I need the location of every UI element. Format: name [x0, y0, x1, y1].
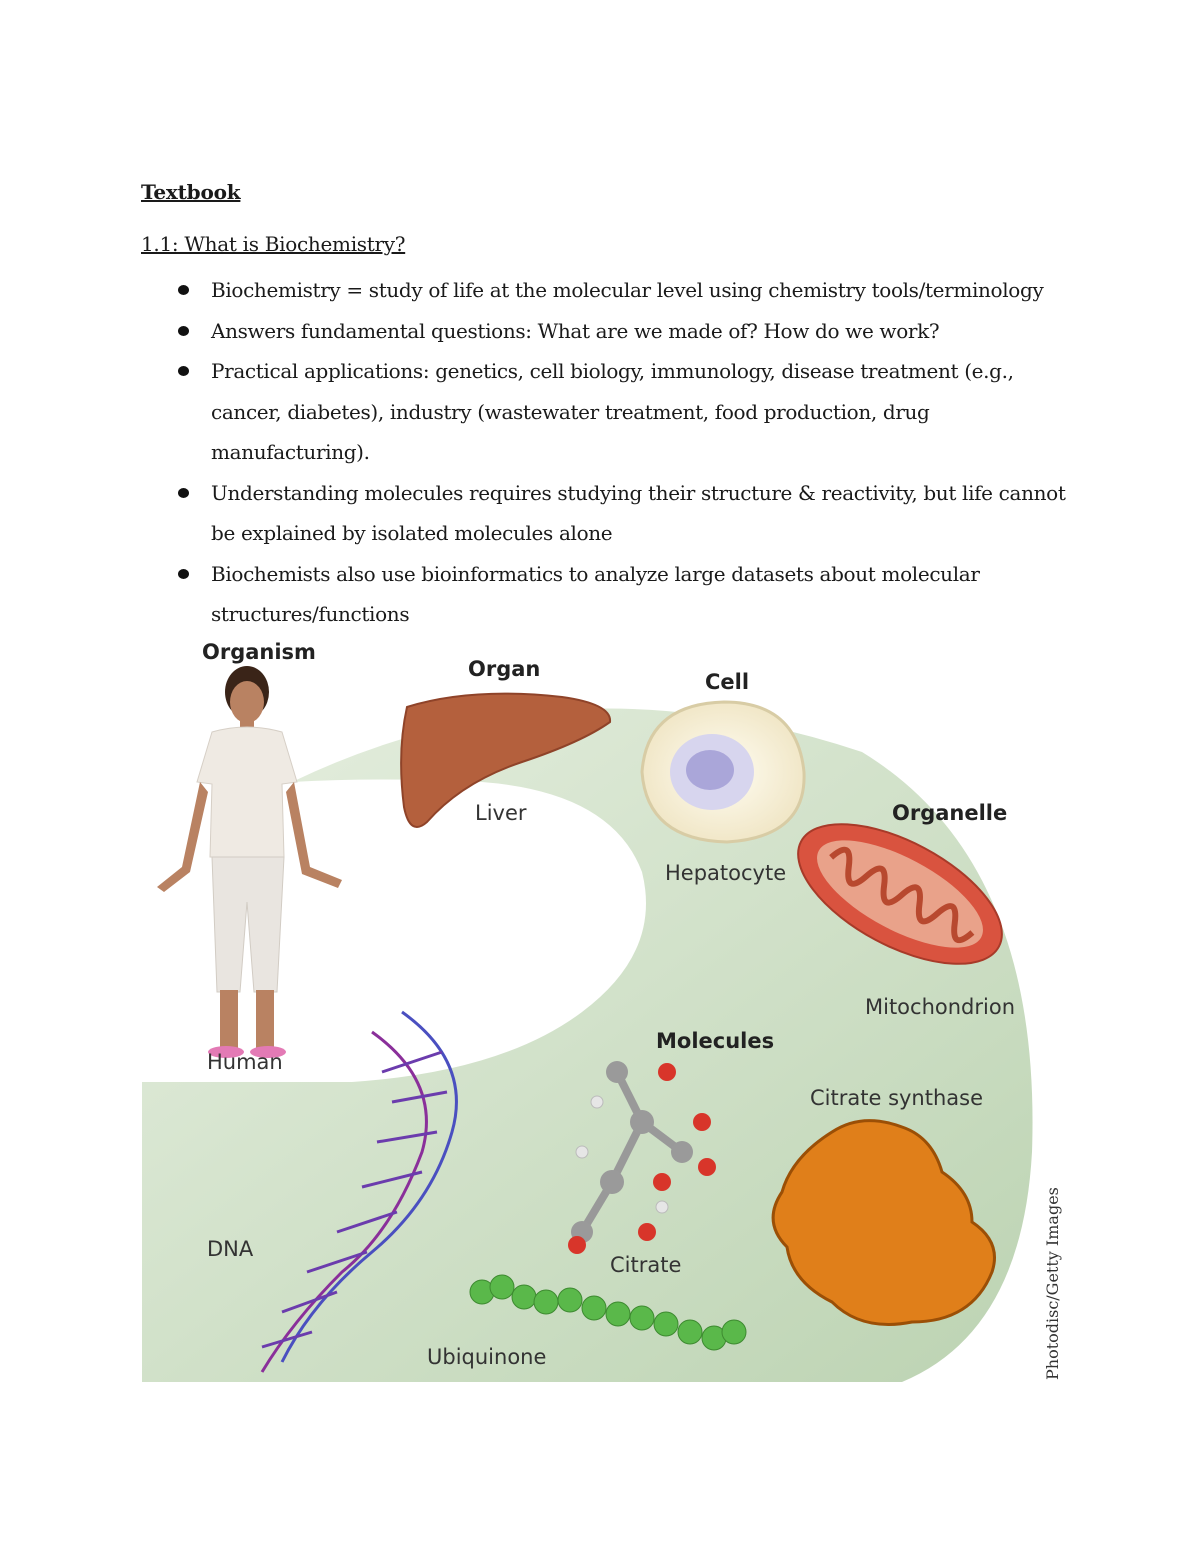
- label-citrate-synthase: Citrate synthase: [810, 1086, 983, 1110]
- label-organism: Organism: [202, 640, 316, 664]
- page-heading: Textbook: [141, 180, 241, 204]
- bullet-icon: [178, 325, 189, 336]
- list-item: Biochemists also use bioinformatics to a…: [178, 554, 1078, 635]
- bullet-list: Biochemistry = study of life at the mole…: [178, 270, 1078, 635]
- bullet-text: Biochemists also use bioinformatics to a…: [211, 561, 980, 627]
- bullet-text: Practical applications: genetics, cell b…: [211, 359, 1014, 464]
- ubiquinone-molecule: [469, 1274, 747, 1351]
- bullet-icon: [178, 366, 189, 376]
- list-item: Understanding molecules requires studyin…: [178, 473, 1078, 554]
- human-figure: [157, 666, 342, 1058]
- bullet-icon: [178, 568, 189, 579]
- section-title: 1.1: What is Biochemistry?: [141, 232, 406, 256]
- bullet-text: Understanding molecules requires studyin…: [211, 480, 1066, 546]
- liver-illustration: [400, 692, 612, 828]
- label-dna: DNA: [207, 1237, 254, 1261]
- label-hepatocyte: Hepatocyte: [665, 861, 786, 885]
- list-item: Practical applications: genetics, cell b…: [178, 351, 1078, 473]
- list-item: Answers fundamental questions: What are …: [178, 311, 1078, 352]
- label-molecules: Molecules: [656, 1029, 774, 1053]
- citrate-molecule: [568, 1061, 716, 1254]
- label-organ: Organ: [468, 657, 540, 681]
- dna-illustration: [260, 1010, 458, 1373]
- label-citrate: Citrate: [610, 1253, 681, 1277]
- bullet-text: Biochemistry = study of life at the mole…: [211, 278, 1044, 302]
- photo-credit: Photodisc/Getty Images: [1043, 1187, 1062, 1380]
- citrate-synthase-protein: [771, 1119, 996, 1326]
- mitochondrion-illustration: [797, 823, 1003, 965]
- figure-illustration: Organism Human Organ Liver Cell Hepatocy…: [142, 640, 1062, 1382]
- label-liver: Liver: [475, 801, 527, 825]
- label-ubiquinone: Ubiquinone: [427, 1345, 546, 1369]
- list-item: Biochemistry = study of life at the mole…: [178, 270, 1078, 311]
- hepatocyte-illustration: [640, 700, 806, 844]
- bullet-icon: [178, 285, 189, 295]
- label-mitochondrion: Mitochondrion: [865, 995, 1015, 1019]
- bullet-icon: [178, 487, 189, 498]
- label-human: Human: [207, 1050, 283, 1074]
- biology-hierarchy-figure: Organism Human Organ Liver Cell Hepatocy…: [142, 632, 1070, 1392]
- bullet-text: Answers fundamental questions: What are …: [211, 318, 940, 343]
- label-cell: Cell: [705, 670, 749, 694]
- label-organelle: Organelle: [892, 801, 1007, 825]
